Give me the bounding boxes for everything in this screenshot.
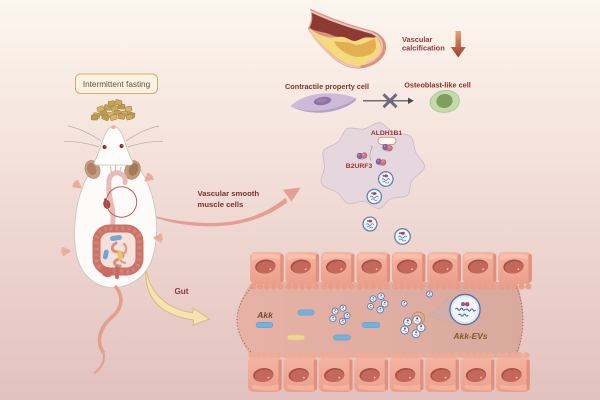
svg-text:Intermittent fasting: Intermittent fasting [83, 80, 151, 89]
svg-text:Gut: Gut [174, 287, 188, 296]
svg-text:B2URF3: B2URF3 [346, 163, 373, 170]
svg-text:ALDH1B1: ALDH1B1 [371, 130, 403, 137]
svg-text:Akk: Akk [256, 310, 274, 320]
svg-text:Osteoblast-like cell: Osteoblast-like cell [404, 80, 471, 89]
svg-text:Contractile property cell: Contractile property cell [285, 82, 369, 91]
svg-text:Vascular smooth: Vascular smooth [198, 189, 260, 198]
svg-text:Vascular: Vascular [402, 35, 433, 44]
svg-text:calcification: calcification [402, 44, 445, 53]
svg-text:muscle cells: muscle cells [198, 200, 244, 209]
svg-text:Akk-EVs: Akk-EVs [453, 331, 488, 341]
